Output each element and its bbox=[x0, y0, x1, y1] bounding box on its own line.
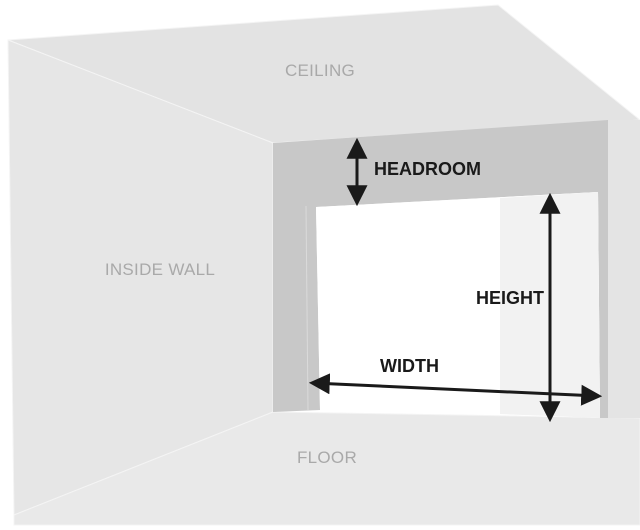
ceiling-label: CEILING bbox=[285, 61, 355, 80]
headroom-label: HEADROOM bbox=[374, 159, 481, 179]
left-jamb-edge bbox=[305, 205, 309, 411]
width-label: WIDTH bbox=[380, 356, 439, 376]
right-wall-plane bbox=[608, 120, 640, 418]
floor-label: FLOOR bbox=[297, 448, 357, 467]
inside-wall-label: INSIDE WALL bbox=[105, 260, 215, 279]
height-label: HEIGHT bbox=[476, 288, 544, 308]
width-arrow bbox=[308, 373, 603, 406]
